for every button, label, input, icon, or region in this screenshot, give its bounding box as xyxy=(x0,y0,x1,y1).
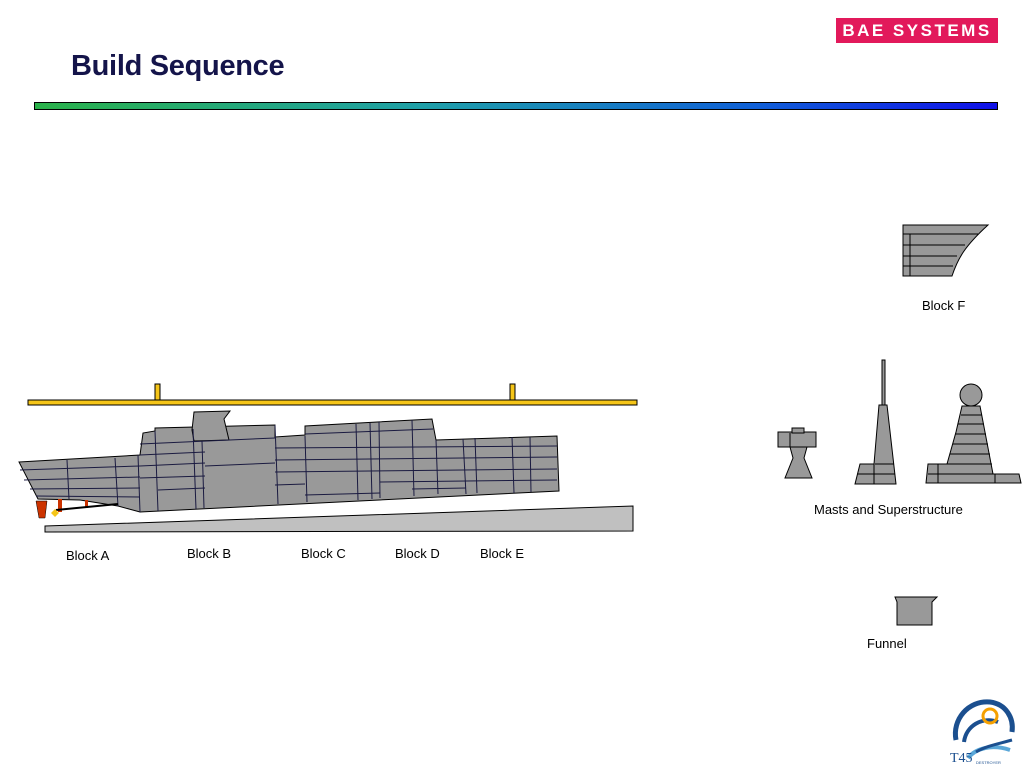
mast-dome xyxy=(925,383,1022,484)
label-block-d: Block D xyxy=(395,546,440,561)
mast-small xyxy=(777,427,817,479)
label-block-a: Block A xyxy=(66,548,110,563)
bae-systems-logo: BAE SYSTEMS xyxy=(836,18,998,43)
t45-subtext: DESTROYER xyxy=(976,760,1001,765)
label-block-e: Block E xyxy=(480,546,525,561)
label-block-c: Block C xyxy=(301,546,346,561)
t45-text: T45 xyxy=(950,751,973,766)
label-block-b: Block B xyxy=(187,546,232,561)
slipway xyxy=(44,505,634,533)
funnel-part xyxy=(894,596,939,626)
block-f xyxy=(902,224,990,277)
label-masts-superstructure: Masts and Superstructure xyxy=(814,502,963,517)
slide-title: Build Sequence xyxy=(71,50,285,82)
gradient-divider xyxy=(34,102,998,110)
mast-tall xyxy=(854,359,897,485)
label-block-f: Block F xyxy=(922,298,966,313)
rudder-and-propeller xyxy=(35,499,119,519)
crane-beam xyxy=(27,383,638,406)
t45-emblem: T45 DESTROYER xyxy=(946,692,1020,771)
hull-block-lines xyxy=(19,419,558,513)
label-funnel: Funnel xyxy=(867,636,907,651)
